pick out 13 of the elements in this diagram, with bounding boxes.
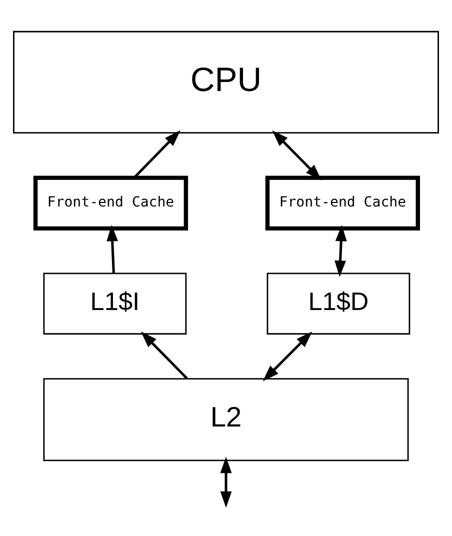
node-box: CPU bbox=[13, 30, 439, 134]
node-box: L1$D bbox=[266, 272, 410, 334]
arrow bbox=[220, 456, 232, 508]
arrow bbox=[140, 330, 188, 379]
arrow bbox=[272, 130, 322, 180]
node-box: Front-end Cache bbox=[265, 175, 420, 230]
node-box: Front-end Cache bbox=[33, 175, 188, 230]
arrow bbox=[133, 130, 180, 178]
node-box: L1$I bbox=[43, 272, 187, 334]
arrow bbox=[334, 224, 347, 276]
node-box: L2 bbox=[43, 378, 409, 461]
arrow bbox=[262, 330, 312, 381]
arrow bbox=[106, 224, 118, 273]
